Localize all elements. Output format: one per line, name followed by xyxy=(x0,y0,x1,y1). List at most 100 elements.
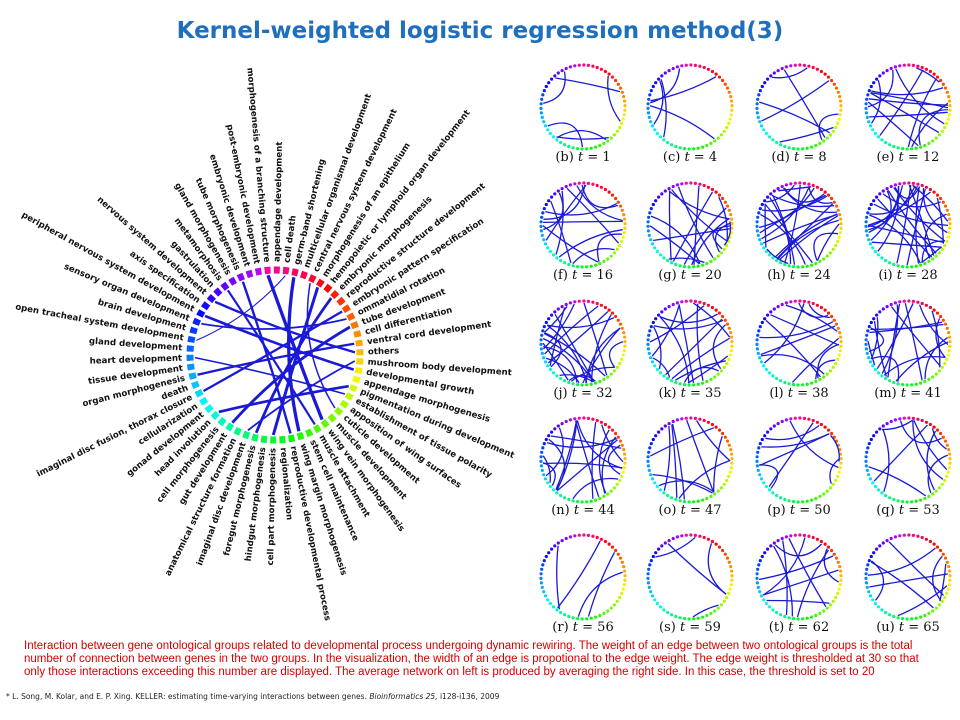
ring-dot xyxy=(725,243,729,248)
ring-dot xyxy=(839,574,843,578)
panel-edge xyxy=(683,366,719,383)
panel-edge xyxy=(554,313,595,382)
ring-dot xyxy=(540,215,544,219)
ring-dot xyxy=(866,563,870,567)
panel-edge xyxy=(871,241,942,248)
panel-edge xyxy=(692,302,731,338)
panel-edge xyxy=(659,313,718,324)
ring-dot xyxy=(550,313,554,317)
ring-dot xyxy=(591,417,595,421)
panel-edge xyxy=(912,420,944,480)
ring-dot xyxy=(719,133,724,137)
ring-dot xyxy=(542,590,546,594)
panel-edge xyxy=(772,67,808,79)
citation-footnote: * L. Song, M. Kolar, and E. P. Xing. KEL… xyxy=(6,692,946,701)
ring-dot xyxy=(646,347,651,351)
ring-dot xyxy=(905,617,909,621)
ring-dot xyxy=(647,97,651,101)
ring-dot xyxy=(610,193,615,197)
ring-dot xyxy=(716,606,720,610)
ring-dot xyxy=(559,258,563,263)
panel-edge xyxy=(543,71,566,104)
ring-dot xyxy=(775,376,779,381)
ring-dot xyxy=(539,229,544,233)
ring-dot xyxy=(880,256,884,260)
panel-edge xyxy=(545,357,580,384)
ring-dot xyxy=(729,113,733,117)
ring-dot xyxy=(651,84,655,89)
ring-dot xyxy=(838,349,842,353)
panel-edge xyxy=(777,219,839,260)
ring-dot xyxy=(662,256,666,260)
ring-dot xyxy=(941,200,945,204)
ring-dot xyxy=(550,77,554,81)
panel-edge xyxy=(932,555,943,601)
ring-dot xyxy=(767,135,772,139)
ring-segment xyxy=(242,430,251,440)
ring-dot xyxy=(763,434,767,438)
ring-dot xyxy=(648,563,652,567)
ring-dot xyxy=(838,231,842,235)
ring-dot xyxy=(539,102,543,106)
ring-segment xyxy=(254,267,262,276)
ring-dot xyxy=(623,99,627,103)
ring-dot xyxy=(560,305,564,309)
ring-dot xyxy=(760,202,764,207)
ring-dot xyxy=(939,314,943,319)
panel-edge xyxy=(890,306,941,367)
ring-dot xyxy=(758,89,762,93)
panel-edge xyxy=(543,220,623,224)
panel-edge xyxy=(542,455,551,483)
ring-dot xyxy=(805,499,809,503)
ring-dot xyxy=(780,302,784,307)
ring-dot xyxy=(716,136,720,140)
ring-dot xyxy=(771,256,775,260)
ring-dot xyxy=(755,229,760,233)
panel-edge xyxy=(815,359,836,380)
ring-segment xyxy=(188,372,197,380)
ring-dot xyxy=(612,251,617,255)
ring-dot xyxy=(946,235,950,239)
ring-dot xyxy=(615,129,619,133)
ring-dot xyxy=(618,361,622,366)
panel-edge xyxy=(683,207,727,265)
ring-dot xyxy=(831,129,835,133)
ring-dot xyxy=(729,213,733,217)
panel-edge xyxy=(760,325,836,356)
ring-dot xyxy=(727,326,731,330)
ring-dot xyxy=(916,300,920,304)
ring-dot xyxy=(823,542,827,546)
panel-edge xyxy=(556,136,609,140)
panel-edge xyxy=(668,190,672,261)
ring-dot xyxy=(836,208,840,212)
ring-dot xyxy=(814,143,818,148)
ring-dot xyxy=(885,539,889,543)
ring-segment xyxy=(288,434,296,443)
ring-dot xyxy=(873,601,878,606)
ring-dot xyxy=(730,461,734,465)
ring-dot xyxy=(657,547,661,551)
ring-dot xyxy=(943,204,948,208)
ring-dot xyxy=(893,301,898,305)
ring-dot xyxy=(675,418,680,422)
ring-dot xyxy=(696,264,700,268)
ring-dot xyxy=(622,213,626,217)
ring-dot xyxy=(947,95,951,99)
ring-segment xyxy=(334,406,344,416)
ring-dot xyxy=(548,131,553,136)
ring-dot xyxy=(539,220,543,224)
ring-dot xyxy=(757,329,761,333)
ring-dot xyxy=(911,181,916,185)
ring-dot xyxy=(828,133,833,137)
ring-dot xyxy=(647,450,651,454)
ring-dot xyxy=(811,65,815,70)
ring-dot xyxy=(620,90,624,94)
ring-dot xyxy=(832,200,836,204)
panel-edge xyxy=(671,337,731,380)
ring-dot xyxy=(755,581,760,585)
ring-dot xyxy=(666,610,670,615)
ring-dot xyxy=(705,261,709,266)
network-edge xyxy=(226,289,316,425)
panel-edge xyxy=(869,185,919,215)
ring-dot xyxy=(618,556,623,560)
